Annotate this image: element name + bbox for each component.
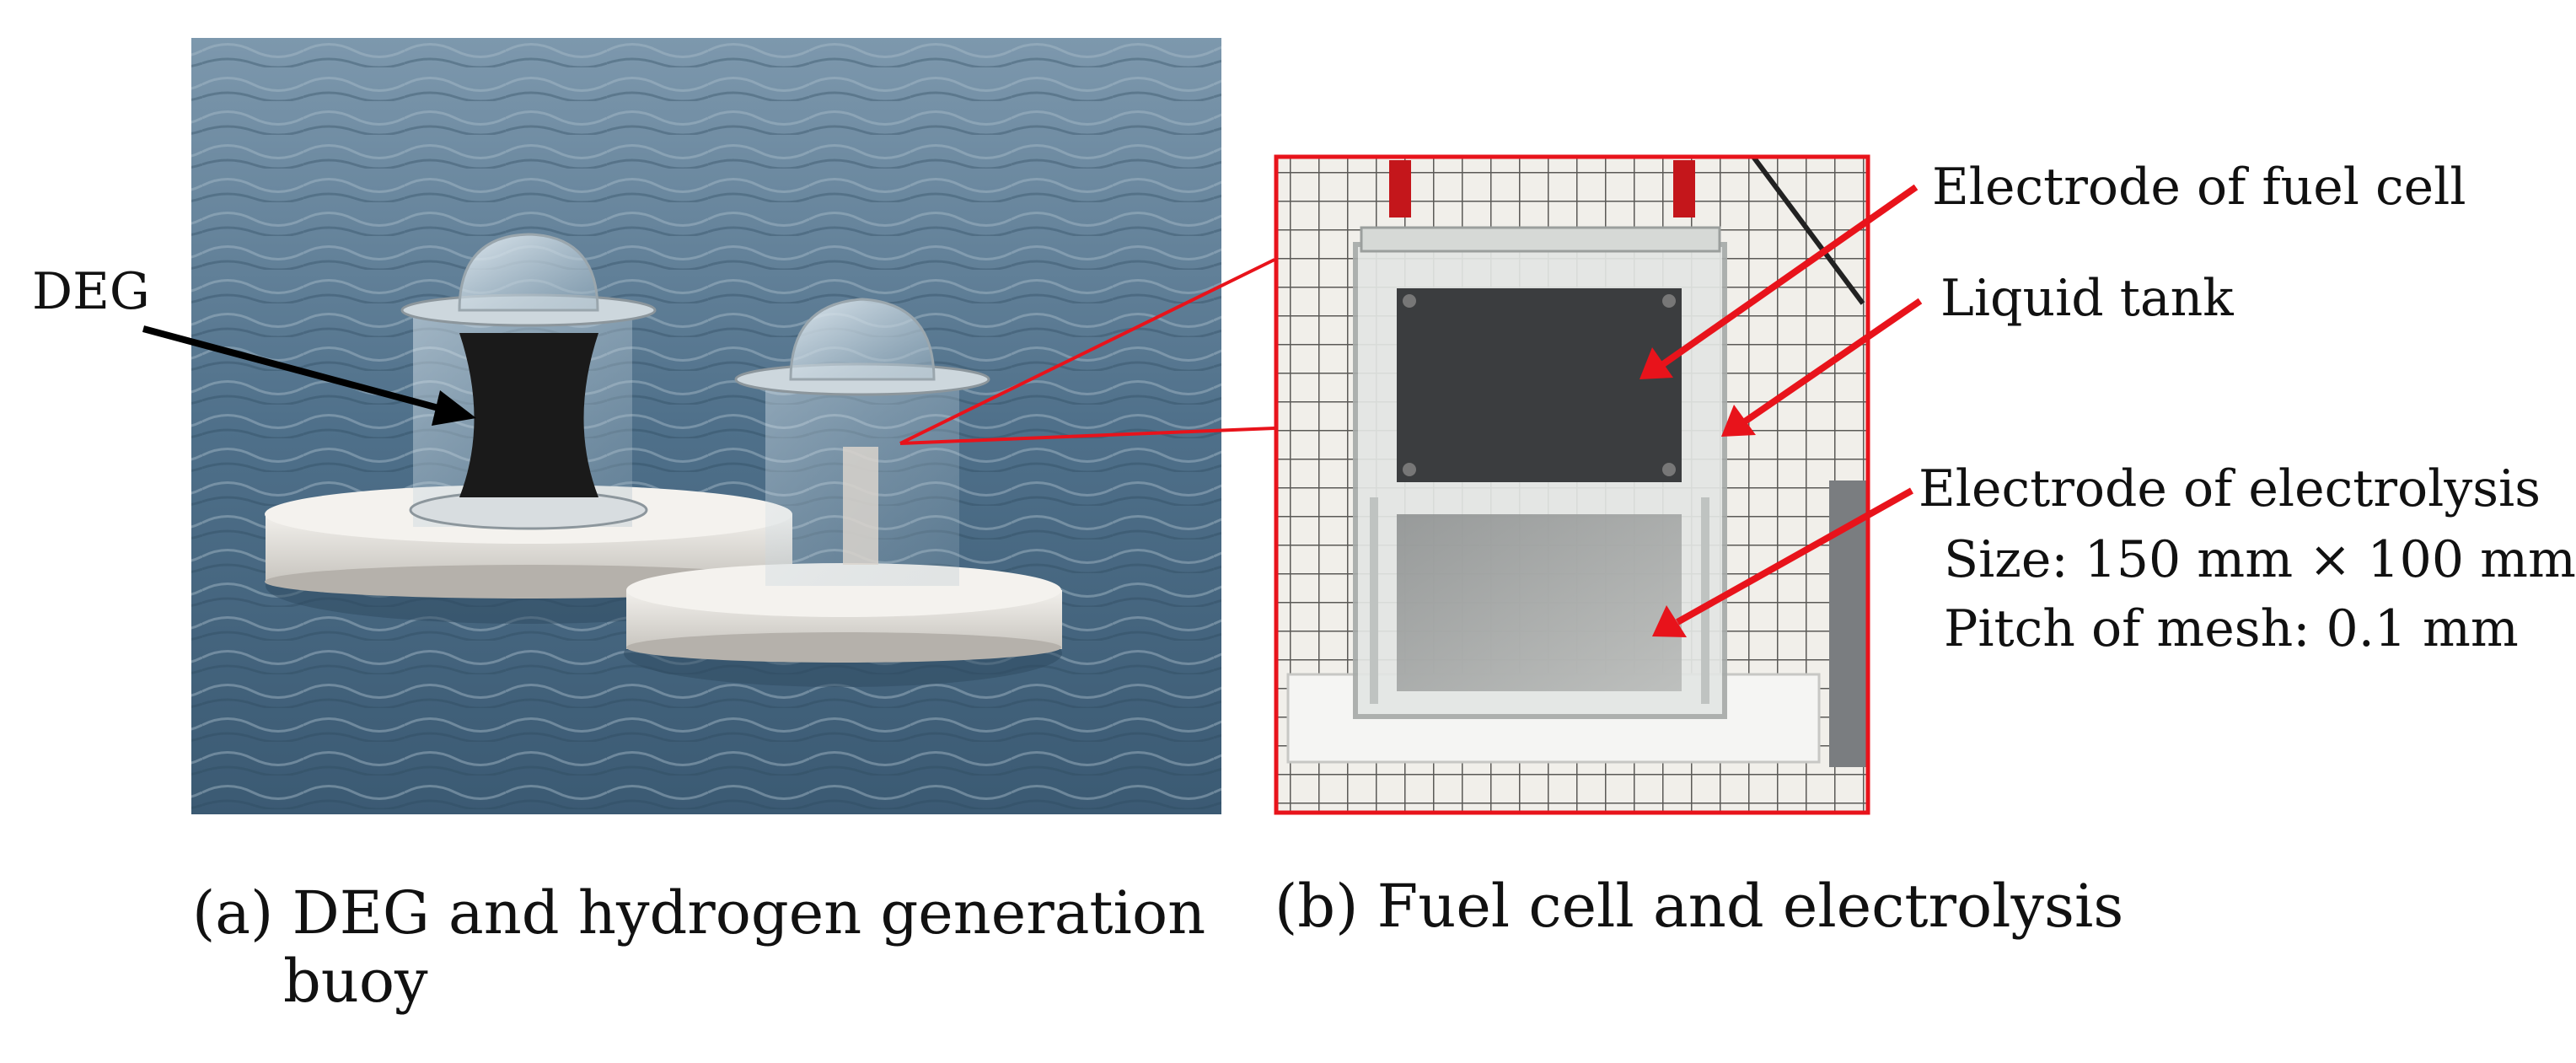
arrows <box>142 184 1923 637</box>
caption-a-line2: buoy <box>283 946 428 1016</box>
fuel-cell-arrowhead <box>1640 347 1673 379</box>
tank-arrow <box>1742 298 1923 425</box>
label-size: Size: 150 mm × 100 mm <box>1944 530 2576 589</box>
photo-buoys <box>191 38 1221 814</box>
label-liquid-tank: Liquid tank <box>1940 269 2234 328</box>
caption-a: (a) DEG and hydrogen generation buoy <box>192 879 1205 1015</box>
caption-a-line1: (a) DEG and hydrogen generation <box>192 878 1206 948</box>
callout-line-top <box>899 258 1275 445</box>
label-deg: DEG <box>32 262 150 321</box>
deg-arrow <box>142 325 453 415</box>
electrolysis-arrowhead <box>1652 605 1687 637</box>
label-electrode-fuel-cell: Electrode of fuel cell <box>1932 158 2466 217</box>
fuel-cell-arrow <box>1661 184 1919 368</box>
photo-fuel-cell <box>1276 155 1868 813</box>
label-mesh-pitch: Pitch of mesh: 0.1 mm <box>1944 599 2519 658</box>
electrolysis-arrow <box>1676 487 1913 625</box>
tank-arrowhead <box>1721 405 1756 437</box>
callout-line-bottom <box>899 427 1275 445</box>
deg-arrowhead <box>432 390 476 426</box>
photo-frame <box>1274 154 1870 815</box>
deg-buoy <box>265 233 792 624</box>
caption-b: (b) Fuel cell and electrolysis <box>1275 872 2124 941</box>
label-electrode-electrolysis: Electrode of electrolysis <box>1919 459 2541 518</box>
hydrogen-buoy <box>624 298 1062 687</box>
